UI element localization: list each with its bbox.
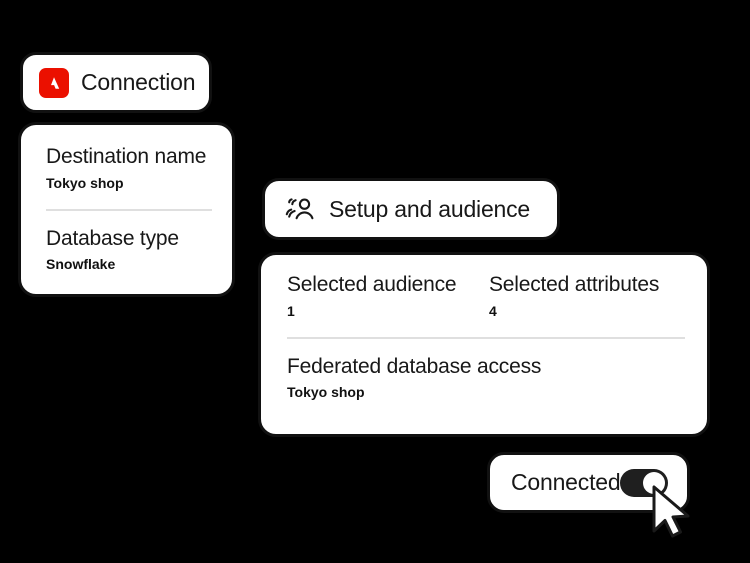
connection-card[interactable]: Connection [20, 52, 212, 113]
details-columns: Selected audience 1 Selected attributes … [287, 273, 685, 320]
selected-attributes-field: Selected attributes 4 [489, 273, 685, 320]
details-divider [287, 336, 685, 339]
destination-card: Destination name Tokyo shop Database typ… [18, 122, 235, 297]
selected-audience-value: 1 [287, 302, 295, 319]
federated-database-access-field: Federated database access Tokyo shop [287, 355, 685, 402]
database-type-label: Database type [46, 226, 179, 250]
federated-database-access-label: Federated database access [287, 354, 542, 378]
selected-attributes-value: 4 [489, 302, 497, 319]
connected-toggle[interactable] [620, 468, 669, 497]
selected-attributes-label: Selected attributes [489, 273, 660, 296]
connection-title: Connection [81, 69, 196, 95]
destination-name-field: Destination name Tokyo shop [46, 145, 212, 192]
connected-label: Connected [511, 469, 621, 495]
toggle-knob [643, 471, 666, 494]
audience-group-icon [285, 196, 315, 222]
audience-details-card: Selected audience 1 Selected attributes … [258, 252, 710, 437]
destination-divider [46, 208, 212, 211]
database-type-value: Snowflake [46, 256, 116, 273]
selected-audience-label: Selected audience [287, 273, 457, 296]
database-type-field: Database type Snowflake [46, 227, 212, 274]
destination-name-value: Tokyo shop [46, 174, 124, 191]
selected-audience-field: Selected audience 1 [287, 273, 489, 320]
federated-database-access-value: Tokyo shop [287, 384, 365, 401]
connected-card[interactable]: Connected [487, 452, 690, 513]
adobe-logo-icon [39, 67, 69, 98]
setup-and-audience-card[interactable]: Setup and audience [262, 178, 560, 240]
setup-and-audience-title: Setup and audience [329, 195, 531, 222]
destination-name-label: Destination name [46, 145, 207, 168]
